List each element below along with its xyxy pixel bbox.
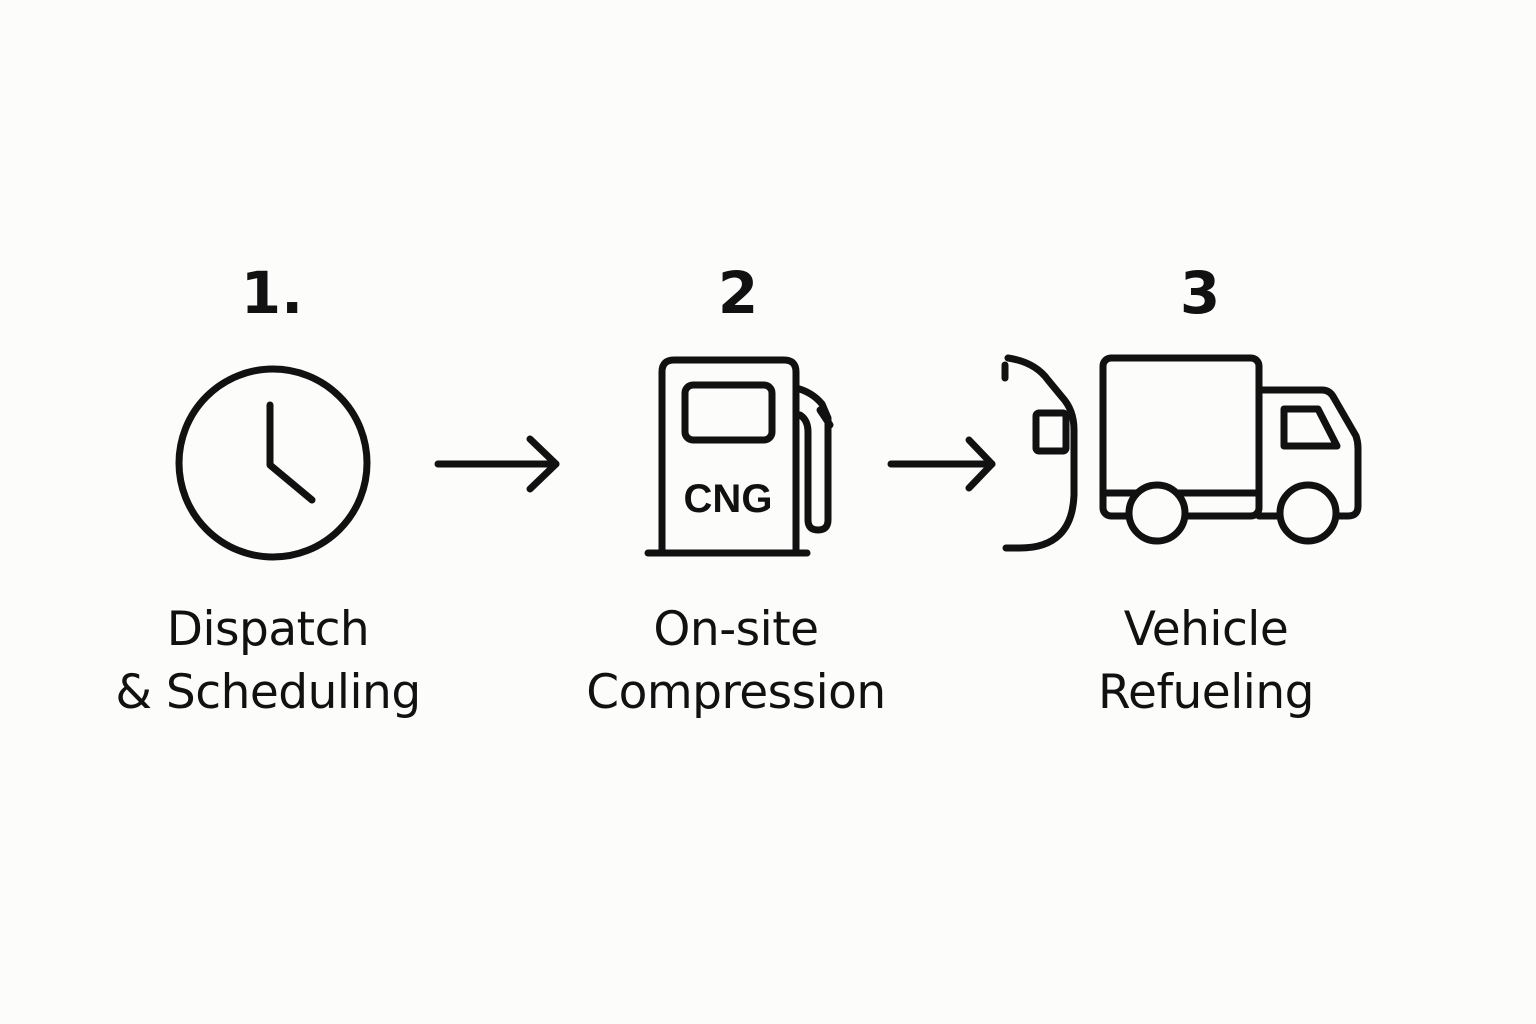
step-1-number: 1. <box>240 259 304 327</box>
step-3-label: Vehicle Refueling <box>996 598 1416 724</box>
truck-icon <box>1099 354 1362 545</box>
step-2-label: On-site Compression <box>526 598 946 724</box>
arrow-right-icon <box>887 436 996 492</box>
step-1-label-line1: Dispatch <box>166 602 370 657</box>
step-3-label-line1: Vehicle <box>1123 602 1289 657</box>
clock-icon <box>175 365 371 561</box>
fuel-nozzle-icon <box>1001 354 1078 552</box>
arrow-right-icon <box>434 435 560 493</box>
cng-label: CNG <box>684 477 773 521</box>
step-2-number: 2 <box>717 259 759 327</box>
step-1-label: Dispatch & Scheduling <box>58 598 478 724</box>
step-1-label-line2: & Scheduling <box>115 665 421 720</box>
step-2-label-line2: Compression <box>586 665 886 720</box>
fuel-pump-icon <box>644 356 834 557</box>
step-3-number: 3 <box>1179 259 1221 327</box>
step-3-label-line2: Refueling <box>1098 665 1314 720</box>
step-2-label-line1: On-site <box>653 602 819 657</box>
